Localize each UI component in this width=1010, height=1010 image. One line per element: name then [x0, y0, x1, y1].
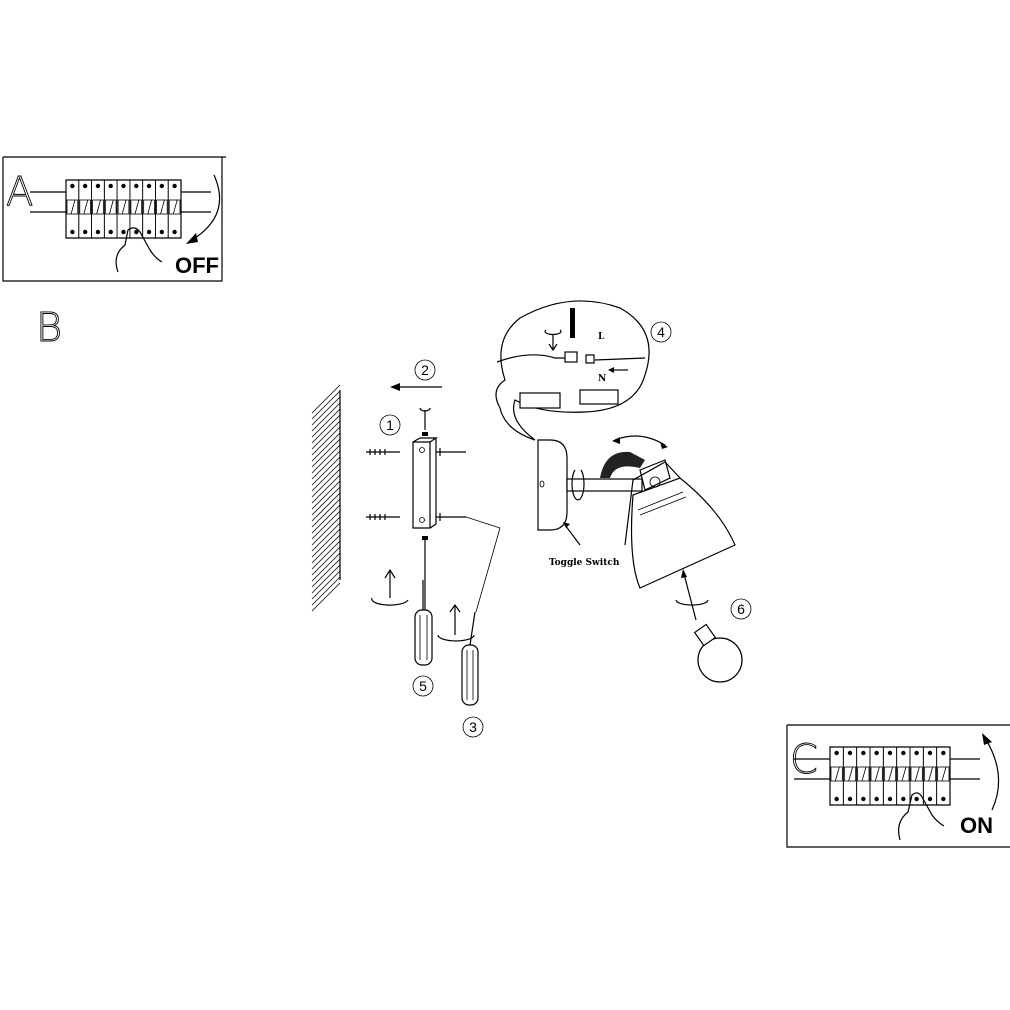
circuit-breaker — [909, 746, 924, 806]
screw-icon — [436, 448, 466, 521]
on-label: ON — [960, 813, 993, 838]
hatch-line — [311, 444, 341, 474]
hatch-line — [311, 456, 341, 486]
hatch-line — [311, 552, 341, 582]
step-1-mounting-bracket: 1 — [366, 407, 466, 610]
panel-a-power-off: A OFF — [2, 156, 226, 282]
circuit-breaker — [91, 179, 105, 239]
hatch-line — [311, 390, 341, 420]
live-label: L — [598, 332, 605, 342]
hatch-line — [311, 510, 341, 540]
hatch-line — [311, 498, 341, 528]
hatch-line — [311, 534, 341, 564]
off-label: OFF — [175, 253, 219, 278]
hatch-line — [311, 570, 341, 600]
hatch-line — [311, 462, 341, 492]
wall-lamp: Toggle Switch — [537, 435, 736, 589]
circuit-breaker — [155, 179, 169, 239]
hatch-line — [311, 540, 341, 570]
hatch-line — [311, 528, 341, 558]
hatch-line — [311, 402, 341, 432]
step-6-bulb: 6 — [675, 569, 752, 683]
circuit-breaker — [896, 746, 911, 806]
neutral-label: N — [598, 374, 606, 384]
hatch-line — [311, 522, 341, 552]
hatch-line — [311, 492, 341, 522]
hatch-line — [311, 468, 341, 498]
hatch-line — [311, 438, 341, 468]
circuit-breaker — [869, 746, 884, 806]
hatch-line — [311, 486, 341, 516]
step-2: 2 — [390, 359, 442, 391]
hatch-line — [311, 432, 341, 462]
step-6-number: 6 — [737, 601, 745, 617]
hatch-line — [311, 480, 341, 510]
turn-arrow — [191, 174, 221, 241]
panel-b-letter: B — [36, 305, 62, 351]
toggle-switch-label: Toggle Switch — [549, 558, 620, 568]
turn-arrow — [984, 737, 1000, 811]
hatch-line — [311, 396, 341, 426]
panel-c-power-on: C ON — [786, 724, 1010, 848]
hatch-line — [311, 408, 341, 438]
circuit-breaker — [936, 746, 951, 806]
step-5-screwdriver: 5 — [371, 568, 434, 697]
circuit-breaker — [829, 746, 844, 806]
circuit-breaker — [842, 746, 858, 806]
circuit-breaker — [142, 179, 156, 239]
panel-c-letter: C — [790, 737, 818, 783]
hatch-line — [311, 558, 341, 588]
step-4-number: 4 — [657, 324, 665, 340]
hatch-line — [311, 450, 341, 480]
breaker-panel — [30, 179, 211, 239]
circuit-breaker — [882, 746, 898, 806]
panel-a-letter: A — [6, 169, 33, 215]
hatch-line — [311, 474, 341, 504]
step-5-number: 5 — [419, 678, 427, 694]
circuit-breaker — [78, 179, 92, 239]
hatch-line — [311, 582, 341, 612]
hatch-line — [311, 576, 341, 606]
step-2-number: 2 — [421, 362, 429, 378]
breaker-panel — [794, 746, 980, 806]
circuit-breaker — [167, 179, 182, 239]
wall-hatch — [311, 384, 341, 612]
hatch-line — [311, 414, 341, 444]
circuit-breaker — [129, 179, 144, 239]
step-1-number: 1 — [386, 417, 394, 433]
step-4-wiring-detail: L N 4 — [495, 300, 672, 441]
circuit-breaker — [856, 746, 871, 806]
circuit-breaker — [922, 746, 938, 806]
hatch-line — [311, 564, 341, 594]
circuit-breaker — [65, 179, 80, 239]
hand-icon — [115, 227, 163, 273]
circuit-breaker — [103, 179, 118, 239]
hatch-line — [311, 504, 341, 534]
wall-plug-icon — [366, 449, 400, 520]
step-3-screwdriver: 3 — [437, 516, 501, 738]
hatch-line — [311, 420, 341, 450]
hatch-line — [311, 516, 341, 546]
step-3-number: 3 — [469, 719, 477, 735]
hatch-line — [311, 426, 341, 456]
hatch-line — [311, 546, 341, 576]
hatch-line — [311, 384, 341, 414]
